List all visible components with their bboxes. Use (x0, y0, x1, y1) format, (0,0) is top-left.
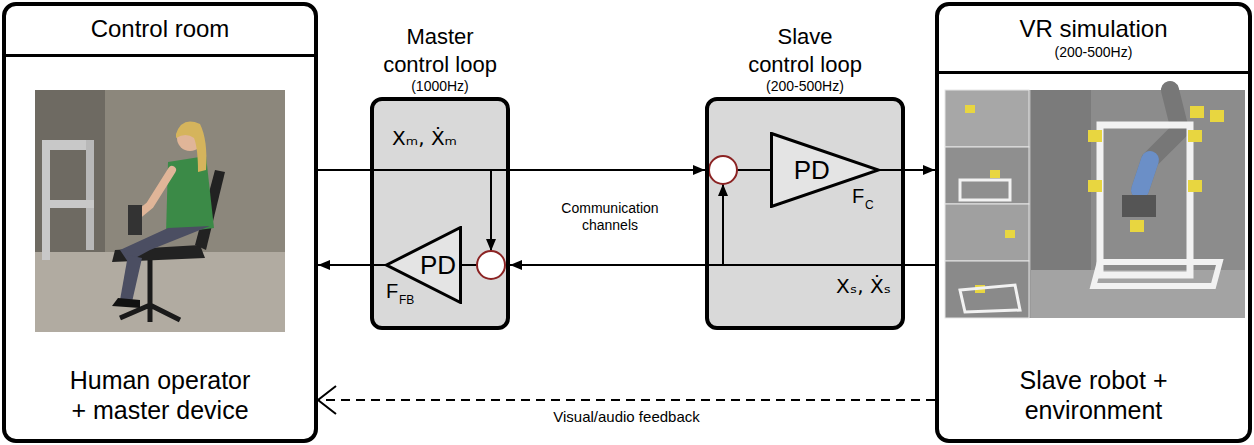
control-force-line (880, 169, 935, 171)
summing-junction (477, 251, 505, 279)
controller-label: PD (420, 252, 456, 278)
signal-wire (462, 264, 477, 266)
channel-note: Communication channels (550, 200, 670, 234)
panel-caption: Human operator + master device (65, 365, 255, 425)
force-label: F (386, 279, 398, 303)
loop-fill (707, 99, 903, 328)
vr-simulation-panel: VR simulation(200-500Hz) Slave robot + en… (935, 2, 1252, 443)
panel-title: VR simulation (945, 15, 1242, 44)
panel-header: Control room (6, 6, 314, 57)
triangle-outline (387, 228, 461, 303)
signal-wire (722, 184, 724, 265)
visual-feedback-line (318, 399, 935, 401)
force-subscript: FB (399, 293, 414, 307)
loop-heading: Master control loop(1000Hz) (378, 23, 502, 95)
panel-title: Control room (12, 15, 308, 44)
loop-fill (372, 99, 508, 328)
feedback-channel (510, 264, 935, 266)
loop-title: Master control loop (378, 23, 502, 78)
panel-header: VR simulation(200-500Hz) (939, 6, 1248, 74)
panel-caption: Slave robot + environment (999, 365, 1189, 425)
force-subscript: C (865, 198, 874, 212)
vr-screenshot (945, 90, 1245, 318)
feedback-force-line (318, 264, 385, 266)
loop-rate: (1000Hz) (378, 78, 502, 95)
force-label: F (852, 184, 864, 208)
loop-heading: Slave control loop(200-500Hz) (743, 23, 867, 95)
controller-label: PD (794, 157, 830, 183)
panel-body: Slave robot + environment (939, 365, 1248, 439)
loop-rate: (200-500Hz) (743, 78, 867, 95)
edge-label: Visual/audio feedback (550, 408, 703, 426)
signal-label: Xₛ, Ẋₛ (836, 274, 891, 298)
panel-body: Human operator + master device (6, 365, 314, 439)
control-room-panel: Control roomHuman operator + master devi… (2, 2, 318, 443)
signal-label: Xₘ, Ẋₘ (392, 126, 457, 150)
command-channel (318, 169, 705, 171)
panel-rate: (200-500Hz) (945, 44, 1242, 61)
loop-title: Slave control loop (743, 23, 867, 78)
operator-photo (35, 90, 285, 332)
signal-wire (737, 169, 770, 171)
summing-junction (709, 156, 737, 184)
signal-wire (490, 171, 492, 251)
